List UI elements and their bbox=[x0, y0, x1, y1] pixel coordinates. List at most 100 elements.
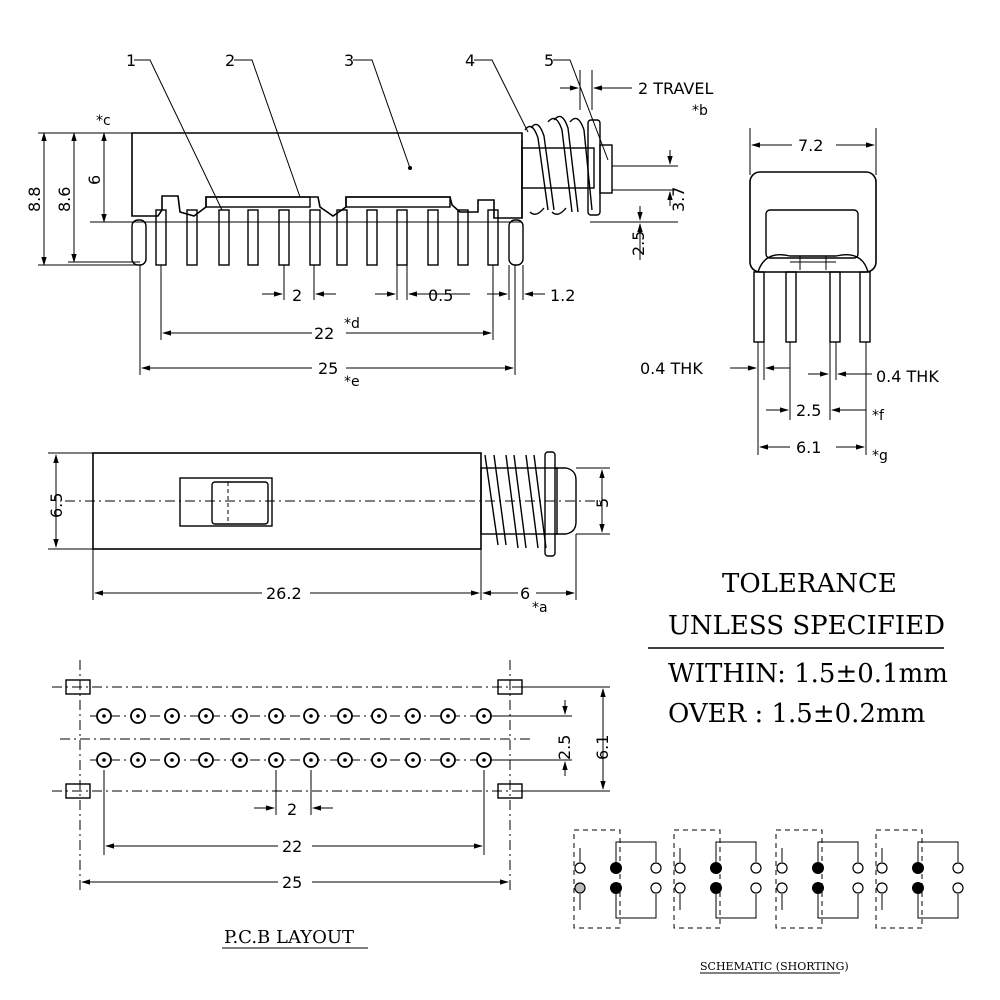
schematic-contact bbox=[876, 882, 888, 894]
pcb-dim-22: 22 bbox=[282, 837, 302, 856]
pcb-hole-center bbox=[274, 758, 278, 762]
pcb-hole-center bbox=[238, 758, 242, 762]
pcb-holes bbox=[96, 708, 492, 768]
dim-8-8: 8.8 bbox=[25, 187, 44, 212]
top-slider-window bbox=[179, 477, 273, 527]
front-view: 1 2 3 4 5 2 TRAVEL *b bbox=[25, 51, 713, 390]
schematic-common bbox=[812, 882, 824, 894]
pcb-hole-center bbox=[343, 758, 347, 762]
schematic-contact bbox=[650, 862, 662, 874]
pcb-hole-center bbox=[204, 714, 208, 718]
svg-text:2: 2 bbox=[225, 51, 235, 70]
schematic-contact bbox=[776, 862, 788, 874]
schematic-contact bbox=[674, 862, 686, 874]
dim-5-top: 5 bbox=[593, 498, 612, 508]
dim-22-front: 22 bbox=[314, 324, 334, 343]
schematic-common bbox=[912, 882, 924, 894]
pcb-layout: 2.5 6.1 2 22 25 P.C.B LAYOUT bbox=[52, 660, 612, 949]
schematic-wire bbox=[615, 841, 657, 862]
dim-26-2: 26.2 bbox=[266, 584, 302, 603]
side-housing bbox=[749, 171, 877, 273]
tolerance-block: TOLERANCE UNLESS SPECIFIED WITHIN: 1.5±0… bbox=[648, 569, 948, 729]
svg-text:3: 3 bbox=[344, 51, 354, 70]
pcb-hole-center bbox=[136, 714, 140, 718]
travel-label: 2 TRAVEL bbox=[638, 79, 713, 98]
pcb-hole-center bbox=[136, 758, 140, 762]
pcb-hole-center bbox=[411, 758, 415, 762]
dim-8-6: 8.6 bbox=[55, 187, 74, 212]
pcb-dim-25: 25 bbox=[282, 873, 302, 892]
dim-7-2: 7.2 bbox=[798, 136, 823, 155]
pitch-1-2: 1.2 bbox=[550, 286, 575, 305]
pcb-hole-center bbox=[446, 714, 450, 718]
side-slider bbox=[765, 209, 859, 259]
schematic-common bbox=[610, 882, 622, 894]
note-a: *a bbox=[532, 600, 548, 616]
schematic-wire bbox=[917, 894, 959, 919]
thk-right: 0.4 THK bbox=[876, 367, 939, 386]
top-slider-knob bbox=[211, 481, 269, 525]
schematic-contact bbox=[952, 862, 964, 874]
schematic-common bbox=[812, 862, 824, 874]
front-spring bbox=[521, 115, 613, 218]
pcb-hole-center bbox=[343, 714, 347, 718]
schematic-common bbox=[710, 882, 722, 894]
schematic-contact bbox=[852, 862, 864, 874]
tolerance-subtitle: UNLESS SPECIFIED bbox=[668, 611, 945, 641]
dim-2-5-front: 2.5 bbox=[629, 231, 648, 256]
schematic-contact bbox=[852, 882, 864, 894]
schematic-common bbox=[912, 862, 924, 874]
schematic-box bbox=[573, 829, 621, 929]
schematic-box bbox=[875, 829, 923, 929]
dim-6-top: 6 bbox=[520, 584, 530, 603]
schematic-wire bbox=[615, 894, 657, 919]
tolerance-within: WITHIN: 1.5±0.1mm bbox=[668, 659, 948, 689]
schematic-wire bbox=[715, 894, 757, 919]
dim-6-1-side: 6.1 bbox=[796, 438, 821, 457]
pcb-hole-center bbox=[482, 758, 486, 762]
pcb-hole-center bbox=[446, 758, 450, 762]
svg-text:4: 4 bbox=[465, 51, 475, 70]
schematic-common bbox=[710, 862, 722, 874]
dim-6: 6 bbox=[85, 175, 104, 185]
tolerance-over: OVER : 1.5±0.2mm bbox=[668, 699, 925, 729]
schematic: SCHEMATIC (SHORTING) bbox=[573, 829, 964, 974]
pcb-hole-center bbox=[238, 714, 242, 718]
schematic-contact bbox=[952, 882, 964, 894]
dim-2-5-side: 2.5 bbox=[796, 401, 821, 420]
schematic-contact bbox=[650, 882, 662, 894]
pcb-hole-center bbox=[309, 714, 313, 718]
schematic-groups bbox=[573, 829, 964, 929]
schematic-common bbox=[610, 862, 622, 874]
top-view: 6.5 5 26.2 6 *a bbox=[47, 451, 612, 616]
pcb-hole-center bbox=[170, 758, 174, 762]
schematic-contact bbox=[750, 862, 762, 874]
schematic-wire bbox=[817, 841, 859, 862]
schematic-contact bbox=[574, 862, 586, 874]
pcb-hole-center bbox=[377, 714, 381, 718]
pitch-0-5: 0.5 bbox=[428, 286, 453, 305]
pcb-layout-label: P.C.B LAYOUT bbox=[224, 927, 354, 948]
schematic-wire bbox=[917, 841, 959, 862]
callout-4: 4 bbox=[465, 51, 529, 133]
svg-text:1: 1 bbox=[126, 51, 136, 70]
note-d: *d bbox=[344, 316, 360, 332]
callout-3: 3 bbox=[344, 51, 411, 169]
note-g: *g bbox=[872, 448, 888, 464]
switch-housing bbox=[131, 132, 523, 219]
pitch-2: 2 bbox=[292, 286, 302, 305]
top-spring bbox=[480, 451, 577, 557]
callout-5: 5 bbox=[544, 51, 609, 161]
note-c: *c bbox=[96, 113, 111, 129]
pcb-hole-center bbox=[274, 714, 278, 718]
pcb-hole-center bbox=[309, 758, 313, 762]
schematic-box bbox=[775, 829, 823, 929]
pcb-dim-2: 2 bbox=[287, 800, 297, 819]
schematic-wire bbox=[715, 841, 757, 862]
schematic-contact bbox=[750, 882, 762, 894]
slider-bar-right bbox=[345, 196, 451, 208]
slider-bar bbox=[205, 196, 311, 208]
pcb-dim-6-1: 6.1 bbox=[593, 735, 612, 760]
callout-1: 1 bbox=[126, 51, 223, 211]
